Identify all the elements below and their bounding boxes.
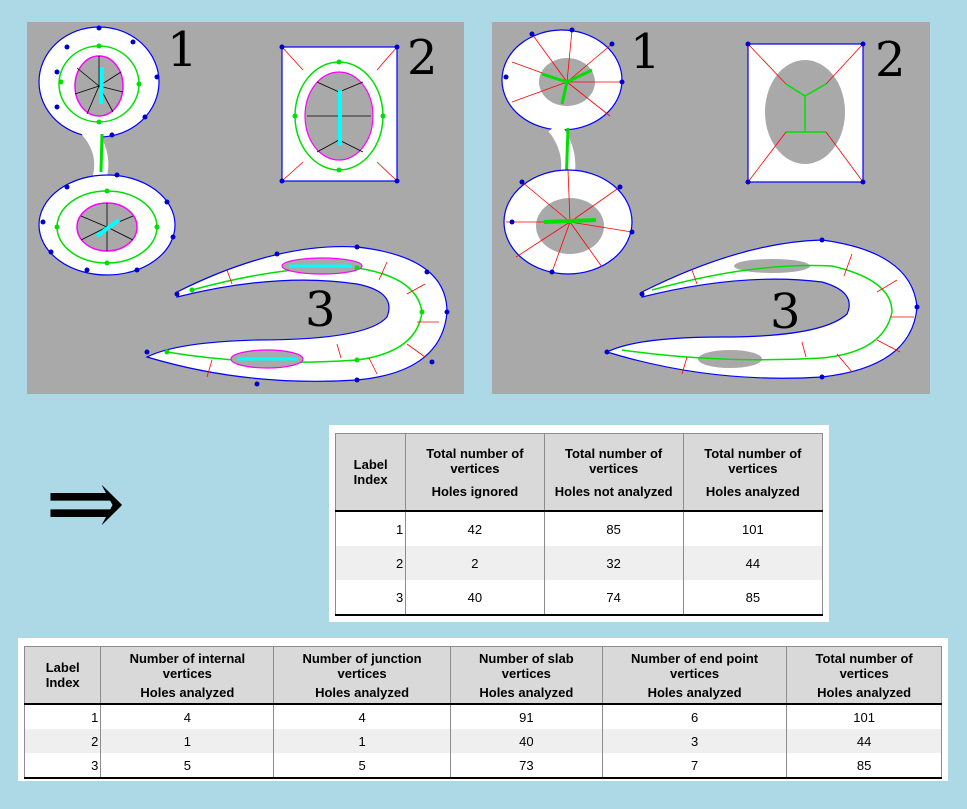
blob-label-2: 2 <box>875 32 906 88</box>
column-header-title: Label Index <box>45 660 80 690</box>
table-cell: 85 <box>786 753 942 779</box>
table-cell: 40 <box>405 580 545 616</box>
column-header-subtitle: Holes analyzed <box>817 684 912 700</box>
table-cell: 73 <box>449 753 603 779</box>
column-header-title: Number of slab vertices <box>479 650 574 681</box>
table-cell: 40 <box>449 729 603 753</box>
column-header-subtitle: Holes analyzed <box>315 684 410 700</box>
table-cell: 4 <box>100 703 275 729</box>
table-cell: 85 <box>682 580 824 616</box>
table-cell: 2 <box>405 546 545 580</box>
blob-3 <box>605 239 918 379</box>
table-cell: 101 <box>786 703 942 729</box>
column-header-title: Label Index <box>353 457 388 487</box>
blob-label-3: 3 <box>305 282 336 338</box>
blob-3 <box>145 245 448 382</box>
column-header-title: Number of internal vertices <box>129 650 246 681</box>
column-header-title: Total number of vertices <box>704 445 802 476</box>
table-cell: 44 <box>682 546 824 580</box>
column-header-title: Number of end point vertices <box>631 650 759 681</box>
label-index-cell: 2 <box>23 729 102 753</box>
table-cell: 101 <box>682 510 824 546</box>
left-panel: 1 2 3 <box>27 22 464 394</box>
column-header-title: Total number of vertices <box>565 445 663 476</box>
column-header-subtitle: Holes analyzed <box>140 684 235 700</box>
table-cell: 44 <box>786 729 942 753</box>
neck-skeleton <box>99 133 104 173</box>
table-cell: 1 <box>273 729 451 753</box>
left-skeleton-figure <box>38 25 450 387</box>
label-index-cell: 3 <box>334 580 407 616</box>
table-cell: 74 <box>543 580 684 616</box>
label-index-cell: 1 <box>334 510 407 546</box>
column-header: Label Index <box>334 433 407 512</box>
blob-1-upper <box>501 29 623 131</box>
blob-label-1: 1 <box>630 24 661 80</box>
table-cell: 6 <box>601 703 788 729</box>
table-cell: 42 <box>405 510 545 546</box>
table-cell: 1 <box>100 729 275 753</box>
blob-2 <box>281 46 398 182</box>
table-cell: 85 <box>543 510 684 546</box>
label-index-cell: 2 <box>334 546 407 580</box>
table-cell: 32 <box>543 546 684 580</box>
boundary-vertices <box>503 27 920 380</box>
table-cell: 4 <box>273 703 451 729</box>
table-cell: 3 <box>601 729 788 753</box>
table-cell: 5 <box>273 753 451 779</box>
label-index-cell: 1 <box>23 703 102 729</box>
column-header-subtitle: Holes analyzed <box>705 483 800 499</box>
table-cell: 91 <box>449 703 603 729</box>
column-header-subtitle: Holes ignored <box>431 483 519 499</box>
blob-1-lower <box>38 174 176 276</box>
blob-label-2: 2 <box>407 30 438 86</box>
right-panel: 1 2 3 <box>492 22 930 394</box>
column-header-subtitle: Holes analyzed <box>479 684 574 700</box>
table-cell: 5 <box>100 753 275 779</box>
column-header-subtitle: Holes not analyzed <box>554 483 673 499</box>
column-header-subtitle: Holes analyzed <box>647 684 742 700</box>
blob-1-lower <box>503 169 633 275</box>
column-header-title: Total number of vertices <box>426 445 524 476</box>
blob-1-upper <box>38 26 160 138</box>
implies-arrow: ⇒ <box>45 447 126 559</box>
blob-label-1: 1 <box>167 22 198 78</box>
skeleton-vertices <box>54 43 425 363</box>
blob-2 <box>747 43 864 183</box>
column-header-title: Total number of vertices <box>815 650 913 681</box>
column-header: Label Index <box>23 646 102 705</box>
table-cell: 7 <box>601 753 788 779</box>
boundary-vertices <box>40 25 450 387</box>
column-header-title: Number of junction vertices <box>302 650 422 681</box>
blob-label-3: 3 <box>770 284 801 340</box>
label-index-cell: 3 <box>23 753 102 779</box>
right-skeleton-figure <box>501 27 920 380</box>
